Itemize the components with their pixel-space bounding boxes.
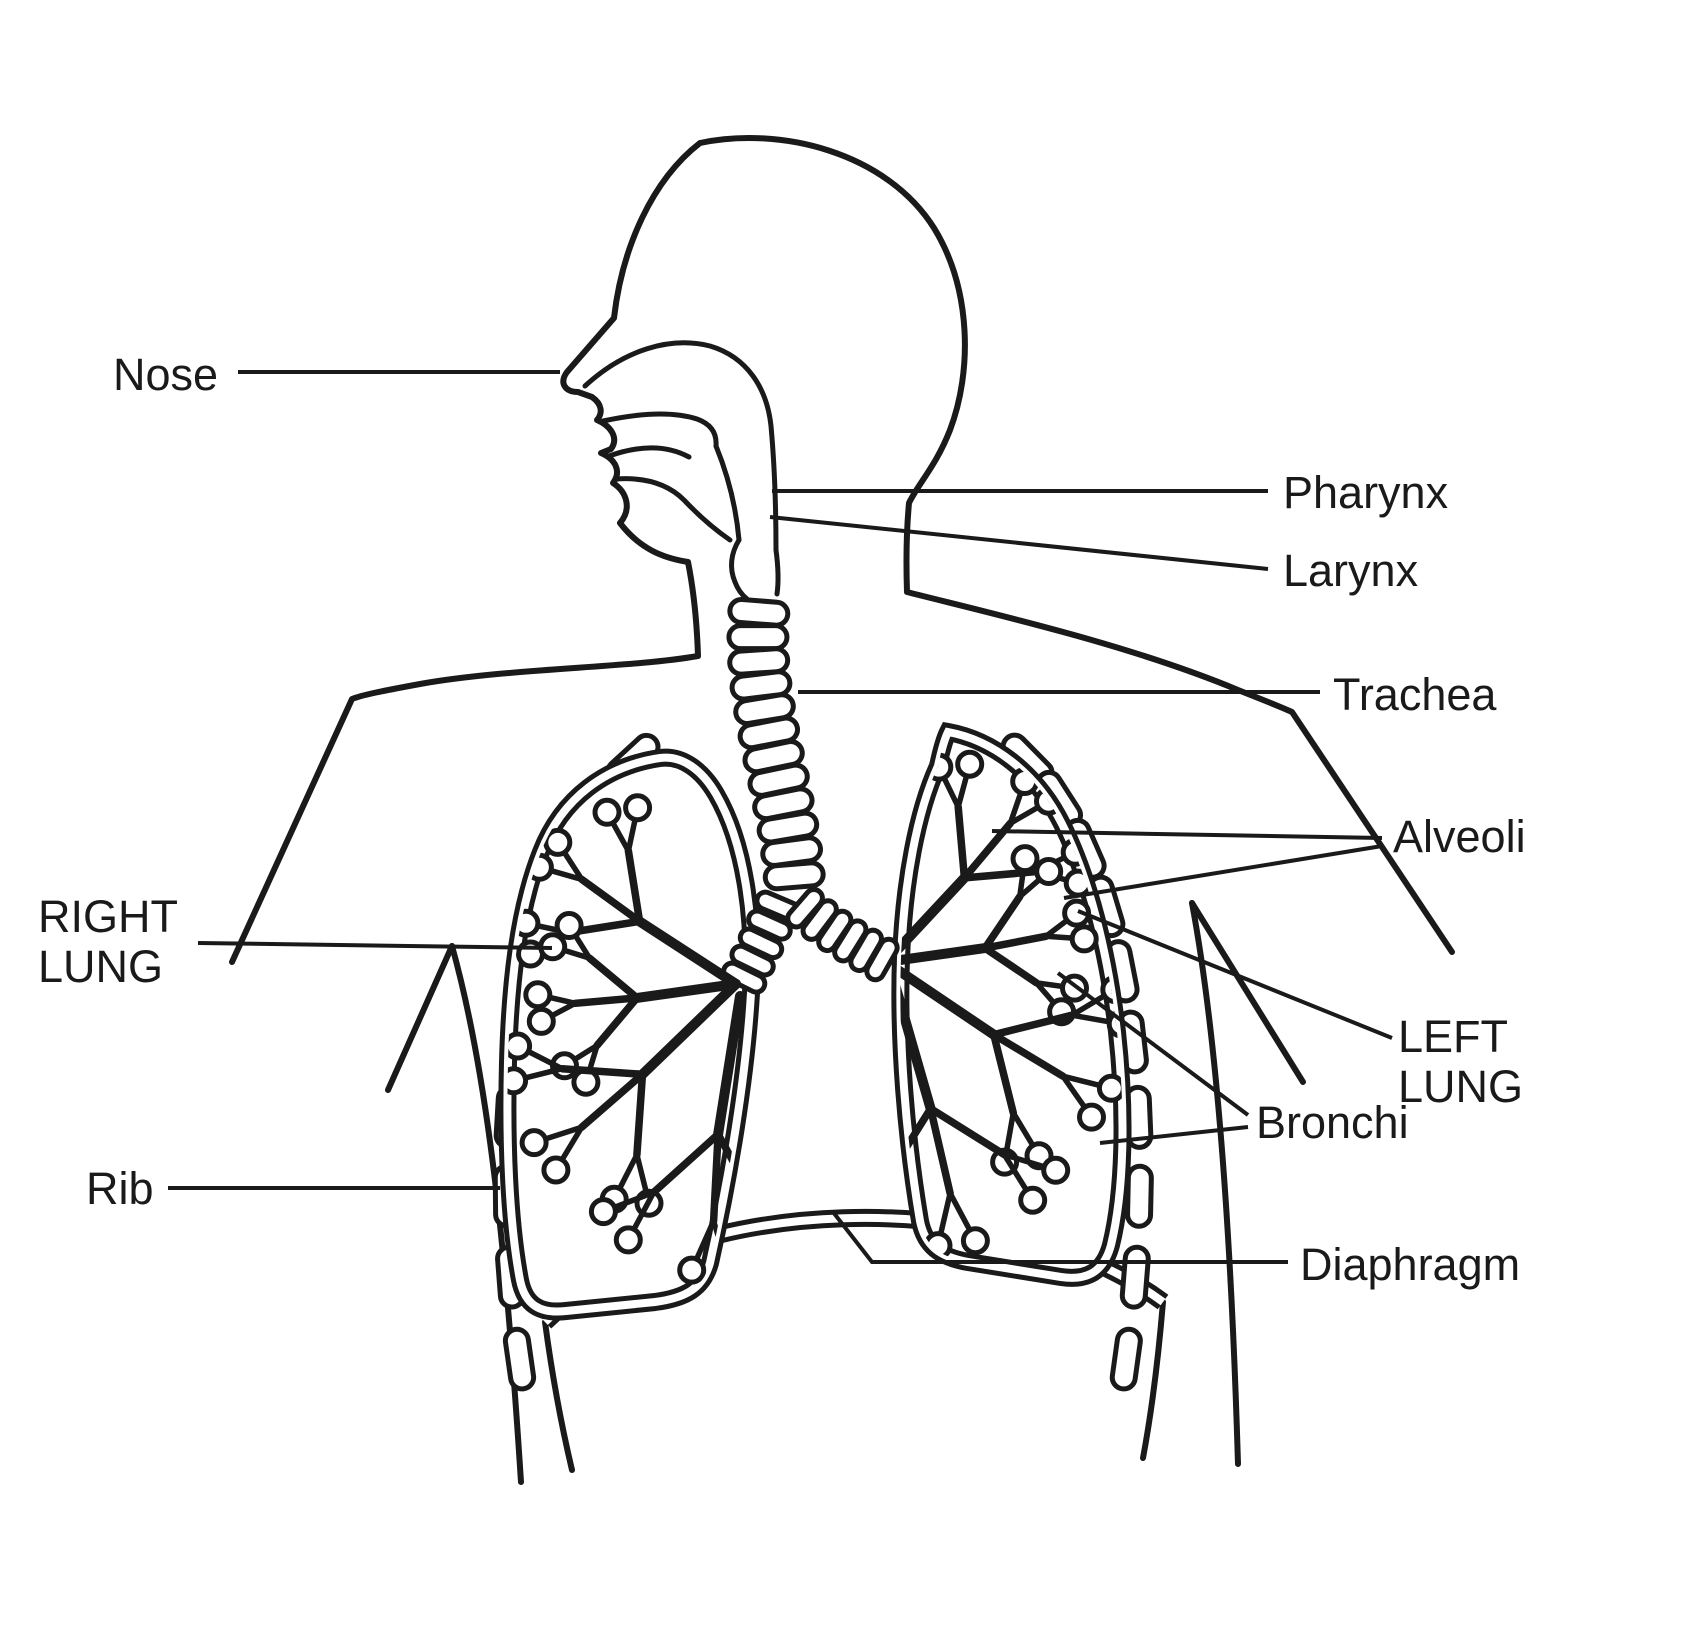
alveolus <box>1069 924 1099 954</box>
alveolus <box>1018 1185 1048 1215</box>
bronchiole-branch <box>593 994 641 1050</box>
main-bronchi-rings <box>721 887 900 995</box>
left-flank-line <box>542 1319 575 1473</box>
larynx-back-line <box>773 547 781 597</box>
left-armpit-line <box>385 943 455 1093</box>
trachea-ring <box>726 623 790 652</box>
alveolus <box>519 1128 549 1158</box>
alveolus <box>623 793 653 823</box>
rib-segment <box>1109 1326 1143 1392</box>
trachea-ring <box>762 860 826 892</box>
larynx-leader-line <box>769 515 1269 571</box>
alveolus <box>1034 857 1064 886</box>
bronchiole-branch <box>649 1130 722 1197</box>
bronchiole-branch <box>900 969 936 1114</box>
alveolus <box>554 911 584 940</box>
palate-line <box>600 411 719 449</box>
bronchiole-branch <box>900 872 970 967</box>
alveolus <box>955 749 985 779</box>
body-outline <box>229 135 1455 1485</box>
label-left-lung: LEFT LUNG <box>1398 1011 1524 1113</box>
alveolus <box>613 1225 643 1255</box>
label-trachea: Trachea <box>1333 669 1497 720</box>
bronchiole-branch <box>577 1070 647 1131</box>
alveolus <box>756 1252 780 1276</box>
alveolus <box>1041 1155 1071 1185</box>
alveolus <box>714 1257 744 1287</box>
right-torso-line <box>1189 900 1241 1467</box>
diaphragm-leader-line <box>831 1210 1288 1264</box>
label-alveoli: Alveoli <box>1393 811 1526 862</box>
bronchiole-branch <box>585 954 641 1002</box>
label-right-lung: RIGHT LUNG <box>38 891 178 993</box>
bronchiole-branch <box>981 932 1050 952</box>
face-profile-and-left-arm <box>229 140 703 965</box>
label-pharynx: Pharynx <box>1283 467 1449 518</box>
pharynx-front-line <box>713 443 742 543</box>
bronchiole-branch <box>990 1030 1018 1117</box>
alveoli-leader-line-2 <box>1063 844 1383 900</box>
bronchiole-branch <box>571 994 641 1008</box>
mouth-floor-line <box>613 476 733 543</box>
trachea-ring <box>727 597 791 628</box>
trachea-rings <box>726 597 826 892</box>
bronchiole-branch <box>981 944 1041 987</box>
bronchus-ring <box>864 936 900 983</box>
bronchiole-branch <box>900 943 990 967</box>
larynx-bump <box>729 537 750 602</box>
alveolus <box>592 797 622 827</box>
right-armpit-line <box>1189 900 1306 1085</box>
bronchiole-branch <box>839 1182 885 1211</box>
right-flank-line <box>1140 1299 1166 1461</box>
leader-lines <box>168 370 1393 1264</box>
alveolus <box>1077 1102 1106 1132</box>
alveolus <box>523 980 553 1010</box>
alveolus <box>526 1006 556 1036</box>
bronchiole-branch <box>900 957 999 1040</box>
bronchiole-branch <box>632 979 741 1003</box>
alveolus <box>507 1031 533 1061</box>
alveoli-leader-line-1 <box>991 829 1383 840</box>
right-lung-leader-line <box>197 941 553 950</box>
bronchus-ring <box>746 908 793 942</box>
label-bronchi: Bronchi <box>1256 1097 1409 1148</box>
bronchi-leader-line-1 <box>1056 971 1250 1117</box>
bronchiole-branch <box>926 1104 1008 1159</box>
bronchiole-branch <box>713 991 745 1140</box>
bronchiole-branch <box>990 1011 1076 1039</box>
alveolus <box>543 827 573 857</box>
alveolus <box>588 1197 618 1227</box>
bronchiole-branch <box>634 916 741 989</box>
bronchiole-branch <box>990 1030 1067 1080</box>
rib-segment <box>502 1326 537 1392</box>
label-diaphragm: Diaphragm <box>1300 1239 1521 1290</box>
left-lung-leader-line <box>1077 909 1393 1040</box>
label-larynx: Larynx <box>1283 545 1419 596</box>
alveolus <box>1010 844 1040 874</box>
label-rib: Rib <box>86 1163 154 1214</box>
bronchiole-branch <box>624 847 644 926</box>
alveolus <box>1096 1073 1123 1103</box>
alveolus <box>541 1155 571 1185</box>
alveolus <box>1062 898 1092 928</box>
tongue-line <box>606 445 692 460</box>
bronchiole-branch <box>954 803 969 882</box>
bronchiole-branch <box>558 1064 647 1079</box>
alveolus <box>677 1255 707 1285</box>
bronchiole-branch <box>637 979 741 1080</box>
bronchiole-branch <box>926 1104 954 1197</box>
bronchi-leader-line-2 <box>1099 1125 1249 1145</box>
rib-segment <box>1119 1244 1151 1310</box>
bronchiole-branch <box>578 875 644 926</box>
bronchiole-branch <box>633 1070 647 1159</box>
bronchiole-branch <box>709 1130 722 1225</box>
bronchiole-branch <box>981 892 1024 952</box>
alveolus <box>960 1226 990 1256</box>
rib-segment <box>1125 1163 1154 1229</box>
alveolus <box>789 1234 813 1258</box>
label-nose: Nose <box>113 349 219 400</box>
head-back-and-right-arm <box>697 135 1455 955</box>
